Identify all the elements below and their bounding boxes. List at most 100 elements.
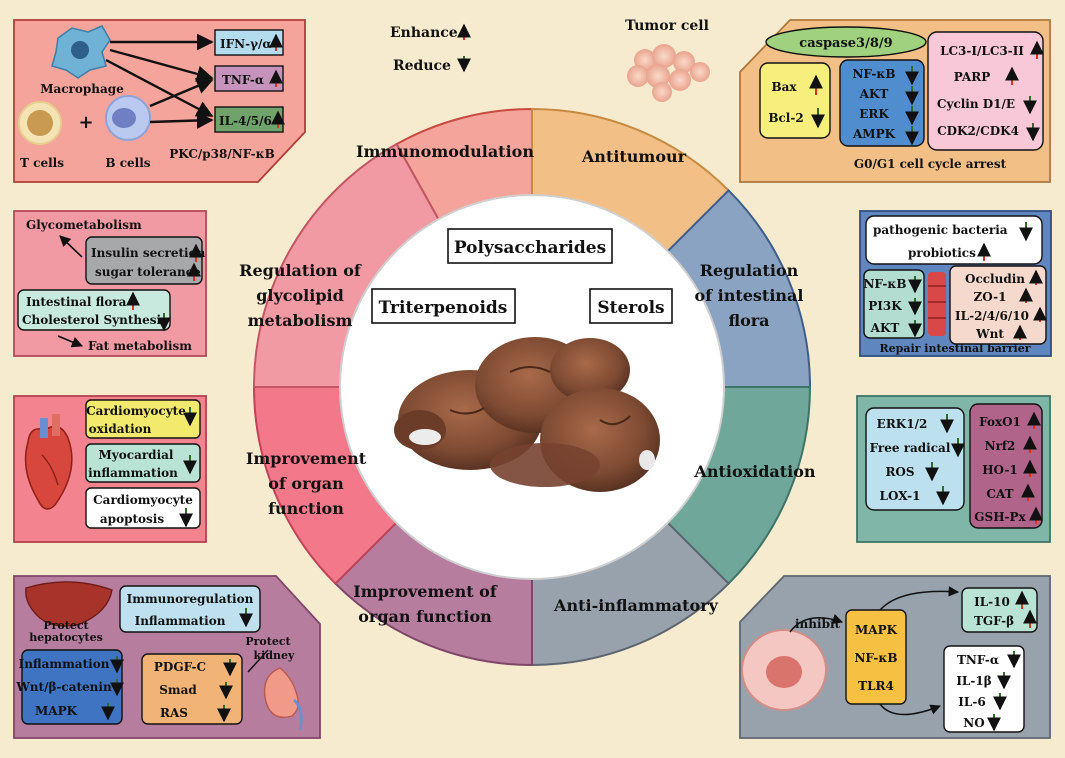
heart-box3-line2: apoptosis xyxy=(100,512,164,526)
tumor-cell-icon: Tumor cell xyxy=(625,18,710,102)
t-cells-label: T cells xyxy=(20,156,64,170)
flora-label: Intestinal flora xyxy=(26,295,127,309)
intest-left-0: NF-κB xyxy=(863,277,906,291)
legend: Enhance Reduce xyxy=(390,23,471,74)
label-organ-left-2: of organ xyxy=(268,474,344,493)
kidney-icon xyxy=(263,667,303,731)
mid-1: AKT xyxy=(859,87,889,101)
panel-antiinflammatory: inhibit MAPK NF-κB TLR4 IL-10 TGF-β TNF-… xyxy=(739,575,1051,739)
antiox-right-1: Nrf2 xyxy=(985,439,1016,453)
inflam-mid-1: NF-κB xyxy=(854,651,897,665)
heart-box1-line1: Cardiomyocyte xyxy=(86,404,186,418)
liver-icon xyxy=(25,581,113,627)
center-polysaccharides: Polysaccharides xyxy=(454,238,606,258)
antiox-right-4: GSH-Px xyxy=(974,510,1026,524)
intest-right-1: ZO-1 xyxy=(974,290,1007,304)
mid-0: NF-κB xyxy=(852,67,895,81)
b-cell-icon xyxy=(105,95,151,141)
liver-right-1: Smad xyxy=(159,683,197,697)
intest-left-2: AKT xyxy=(870,321,900,335)
macrophage-icon xyxy=(51,25,111,79)
protect-kidney-line1: Protect xyxy=(245,635,291,648)
b-cells-label: B cells xyxy=(105,156,150,170)
fungus-image xyxy=(394,337,660,492)
label-organ-left-1: Improvement xyxy=(246,449,367,468)
label-organ-left-3: function xyxy=(268,499,344,518)
inflam-bottom-3: NO xyxy=(963,716,984,730)
center-sterols: Sterols xyxy=(597,298,664,318)
inflam-mid-2: TLR4 xyxy=(858,679,894,693)
caspase-label: caspase3/8/9 xyxy=(799,36,892,51)
inflam-top-0: IL-10 xyxy=(974,595,1010,609)
inflam-mid-0: MAPK xyxy=(855,623,898,637)
panel-liver-kidney: Immunoregulation Inflammation Protect he… xyxy=(13,575,321,739)
antiox-right-2: HO-1 xyxy=(982,463,1018,477)
label-intestinal-1: Regulation xyxy=(700,261,799,280)
center-compounds: Polysaccharides Triterpenoids Sterols xyxy=(371,228,673,324)
pathway-label: PKC/p38/NF-κB xyxy=(169,147,275,161)
bcl2-label: Bcl-2 xyxy=(768,111,803,125)
inhibit-label: inhibit xyxy=(795,617,841,631)
antiox-left-1: Free radical xyxy=(870,441,951,455)
heart-icon xyxy=(24,414,73,510)
panel-glycolipid: Glycometabolism Insulin secretion sugar … xyxy=(13,210,207,357)
protect-kidney-line2: kidney xyxy=(254,649,295,662)
inflammation-label: Inflammation xyxy=(135,614,226,628)
panel-antitumour: caspase3/8/9 Bax Bcl-2 NF-κB AKT ERK AMP… xyxy=(739,19,1051,183)
label-intestinal-3: flora xyxy=(728,311,769,330)
antiox-left-3: LOX-1 xyxy=(880,489,921,503)
label-antiinflammatory: Anti-inflammatory xyxy=(553,596,719,615)
ifn-label: IFN-γ/α xyxy=(220,37,272,51)
insulin-label: Insulin secretion xyxy=(91,246,206,260)
cholesterol-label: Cholesterol Synthesis xyxy=(22,313,168,327)
tumor-cell-label: Tumor cell xyxy=(625,18,709,34)
antiox-right-3: CAT xyxy=(986,487,1013,501)
liver-right-2: RAS xyxy=(160,706,188,720)
legend-reduce: Reduce xyxy=(393,58,451,74)
intestinal-footer: Repair intestinal barrier xyxy=(880,342,1031,355)
liver-right-0: PDGF-C xyxy=(154,660,206,674)
intest-right-3: Wnt xyxy=(975,327,1004,341)
label-antitumour: Antitumour xyxy=(581,147,687,166)
intestinal-barrier-icon xyxy=(928,272,946,336)
tnf-label: TNF-α xyxy=(222,73,264,87)
antiox-left-0: ERK1/2 xyxy=(877,417,928,431)
liver-left-0: Inflammation xyxy=(19,657,110,671)
plus-sign: + xyxy=(78,112,93,133)
mid-3: AMPK xyxy=(852,127,896,141)
label-glycolipid-2: glycolipid xyxy=(256,286,344,305)
label-organ-bottom-2: organ function xyxy=(358,607,492,626)
immunoregulation-label: Immunoregulation xyxy=(127,592,254,606)
right-3: CDK2/CDK4 xyxy=(937,124,1019,138)
center-triterpenoids: Triterpenoids xyxy=(379,298,508,318)
macrophage-label: Macrophage xyxy=(40,82,124,96)
legend-enhance: Enhance xyxy=(390,25,458,41)
antitumour-footer: G0/G1 cell cycle arrest xyxy=(854,157,1007,171)
liver-left-2: MAPK xyxy=(35,704,78,718)
right-2: Cyclin D1/E xyxy=(937,97,1015,111)
label-glycolipid-1: Regulation of xyxy=(239,261,362,280)
panel-heart: Cardiomyocyte oxidation Myocardial infla… xyxy=(13,395,207,543)
protect-hep-line2: hepatocytes xyxy=(29,631,103,644)
protect-hep-line1: Protect xyxy=(43,619,89,632)
inflam-bottom-0: TNF-α xyxy=(957,653,999,667)
mid-2: ERK xyxy=(859,107,889,121)
fat-label: Fat metabolism xyxy=(88,339,192,353)
heart-box1-line2: oxidation xyxy=(89,422,152,436)
heart-box2-line1: Myocardial xyxy=(99,448,174,462)
intest-left-1: PI3K xyxy=(868,299,902,313)
right-0: LC3-I/LC3-II xyxy=(940,44,1024,58)
t-cell-icon xyxy=(18,101,62,145)
inflam-top-1: TGF-β xyxy=(974,614,1014,628)
inflam-bottom-2: IL-6 xyxy=(958,695,985,709)
panel-antioxidation: ERK1/2 Free radical ROS LOX-1 FoxO1 Nrf2… xyxy=(856,395,1051,543)
antiox-right-0: FoxO1 xyxy=(979,415,1021,429)
label-glycolipid-3: metabolism xyxy=(248,311,353,330)
intest-right-2: IL-2/4/6/10 xyxy=(955,309,1029,323)
heart-box2-line2: inflammation xyxy=(88,466,178,480)
intest-right-0: Occludin xyxy=(965,272,1025,286)
liver-left-1: Wnt/β-catenin xyxy=(15,680,112,694)
probiotics-label: probiotics xyxy=(908,246,976,260)
